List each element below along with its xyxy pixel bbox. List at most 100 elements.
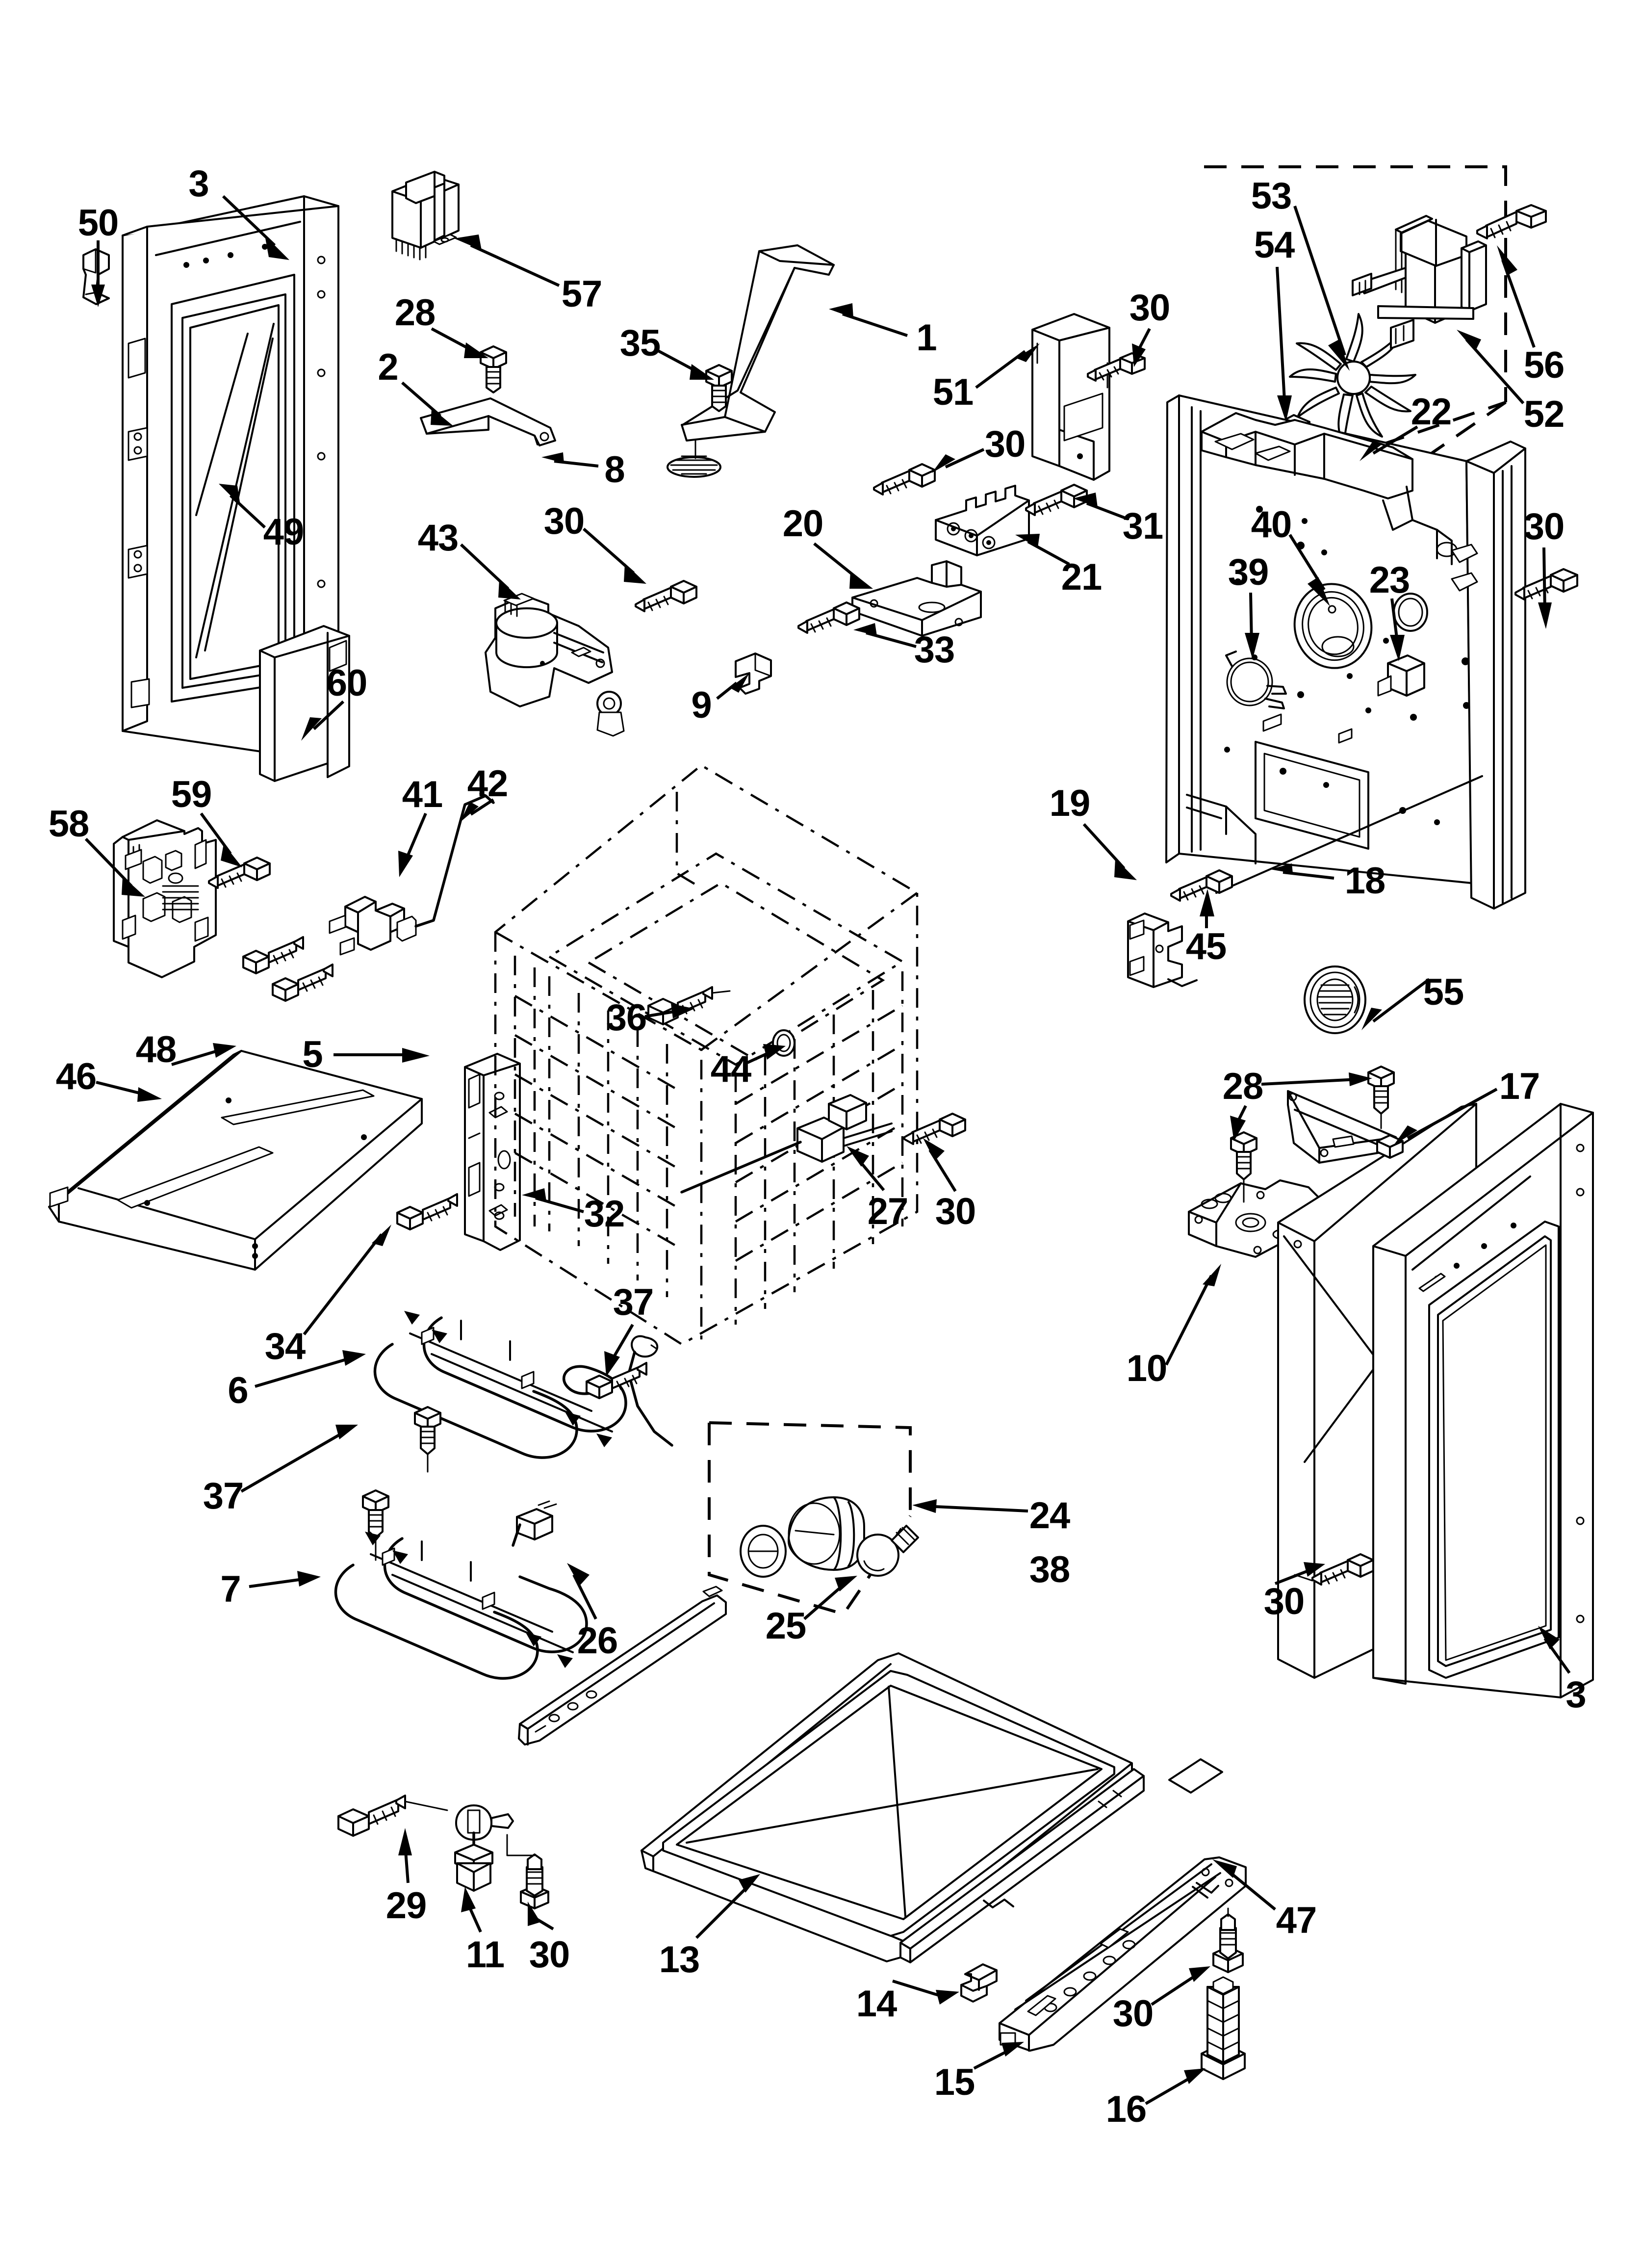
callout-screw: 37 [203,1475,244,1517]
drawer-slide-rail-group [999,1856,1247,2052]
callout-fan-blade: 53 [1251,175,1292,217]
screw-icon [586,1362,647,1399]
callout-screw: 30 [984,423,1026,465]
callout-back-panel: 22 [1411,391,1452,433]
screw-icon [705,364,733,412]
callout-screw: 30 [1263,1581,1305,1622]
callout-door-latch-clip: 50 [77,202,119,244]
callout-leveling-leg: 11 [465,1934,505,1976]
callout-side-panel-right: 3 [1565,1674,1586,1716]
callout-screw: 31 [1122,505,1164,547]
screw-icon [903,1113,966,1145]
callout-model-rating-label: 47 [1276,1900,1317,1941]
element-deflector-group [518,1586,727,1746]
screw-icon [635,580,697,612]
callout-terminal-block: 21 [1061,556,1103,598]
screw-icon [647,986,731,1025]
callout-screw: 33 [914,629,955,671]
transformer-group [391,171,460,261]
screw-icon [1230,1131,1257,1203]
callout-screw: 30 [529,1934,570,1976]
callout-light-socket: 38 [1029,1549,1071,1590]
screw-icon [396,1193,458,1230]
callout-convection-fan-kit: 52 [1523,393,1565,435]
callout-fan-opening: 40 [1251,504,1292,546]
callout-end-cap-panel: 51 [932,371,974,413]
convection-fan-kit-group [1204,165,1547,507]
callout-transformer: 57 [561,273,603,315]
callout-spacer: 23 [1369,559,1411,601]
callout-bracket: 19 [1049,782,1091,824]
callout-side-trim: 5 [302,1034,323,1075]
door-switch-bracket-group [329,792,495,956]
callout-screw: 34 [264,1326,306,1367]
back-panel-group [1165,394,1526,910]
callout-screw: 30 [1112,1993,1154,2034]
screw-icon [1367,1066,1395,1129]
screw-icon [1212,1907,1244,1973]
callout-drawer-slide-rail: 15 [934,2061,975,2103]
screw-icon [1476,204,1547,239]
leader-lines [84,195,1571,2105]
callout-bushing: 44 [710,1048,752,1090]
terminal-mounting-group [851,485,1030,637]
screw-icon [414,1406,441,1473]
callout-grommet: 55 [1423,971,1464,1013]
callout-drawer-bottom-panel: 13 [659,1939,700,1981]
callout-oven-light-assembly: 24 [1029,1495,1071,1537]
callout-bracket-support: 2 [378,346,398,388]
callout-maintop-panel: 46 [55,1056,97,1097]
screw-icon [1376,1134,1404,1159]
handle-support-group [667,244,835,478]
callout-control-board-cover: 60 [326,662,368,704]
broil-element-group [373,1311,673,1459]
side-panel-right-group [1277,1103,1594,1698]
callout-mounting-bracket: 20 [782,503,824,545]
callout-element-deflector: 26 [577,1620,618,1662]
callout-oven-sensor: 27 [867,1191,909,1232]
screw-icon [272,964,334,1002]
callout-door-lock-rod: 42 [467,763,509,805]
callout-screw: 28 [1222,1066,1264,1107]
control-board-group [113,625,350,978]
callout-bake-element: 7 [220,1568,241,1610]
callout-rack-guide: 32 [584,1193,625,1235]
callout-screw: 30 [935,1191,976,1232]
screw-icon [797,601,860,634]
callout-leveling-screw: 16 [1105,2088,1147,2130]
screw-icon [873,463,936,495]
screw-icon [362,1489,389,1561]
model-rating-label-group [1168,1758,1223,1794]
callout-screw: 28 [394,292,436,334]
callout-screw: 30 [543,500,585,542]
callout-corner-brace: 17 [1499,1066,1540,1107]
screw-icon [1025,484,1088,516]
callout-screw: 35 [619,322,661,364]
door-lock-motor-group [485,593,772,737]
callout-hinge-receiver-plate: 10 [1126,1348,1168,1389]
bracket-support-group [420,397,556,446]
drawer-bottom-panel-group [641,1652,1145,1963]
callout-wire-harness-clamp: 39 [1228,551,1269,593]
screw-icon [1294,1553,1374,1586]
oven-cavity-phantom [494,764,919,1346]
screw-icon [480,345,507,393]
callout-broil-element: 6 [228,1370,248,1411]
end-cap-panel-group [1031,313,1110,481]
bake-element-group [334,1500,588,1680]
bracket-19-group [1127,869,1366,1034]
callout-oven-light-bulb: 25 [765,1605,807,1647]
callout-door-lock-motor: 43 [417,517,459,559]
fan-blade-icon [1289,313,1416,444]
callout-screw: 29 [385,1885,427,1927]
callout-screw: 48 [135,1029,177,1070]
callout-screw: 30 [1523,506,1565,547]
screw-icon [208,857,271,889]
screw-icon [242,936,304,974]
callout-screw: 37 [613,1281,654,1323]
screw-icon [1514,568,1578,600]
callout-screw: 30 [1129,287,1171,329]
callout-back-panel-wire: 18 [1344,860,1386,902]
